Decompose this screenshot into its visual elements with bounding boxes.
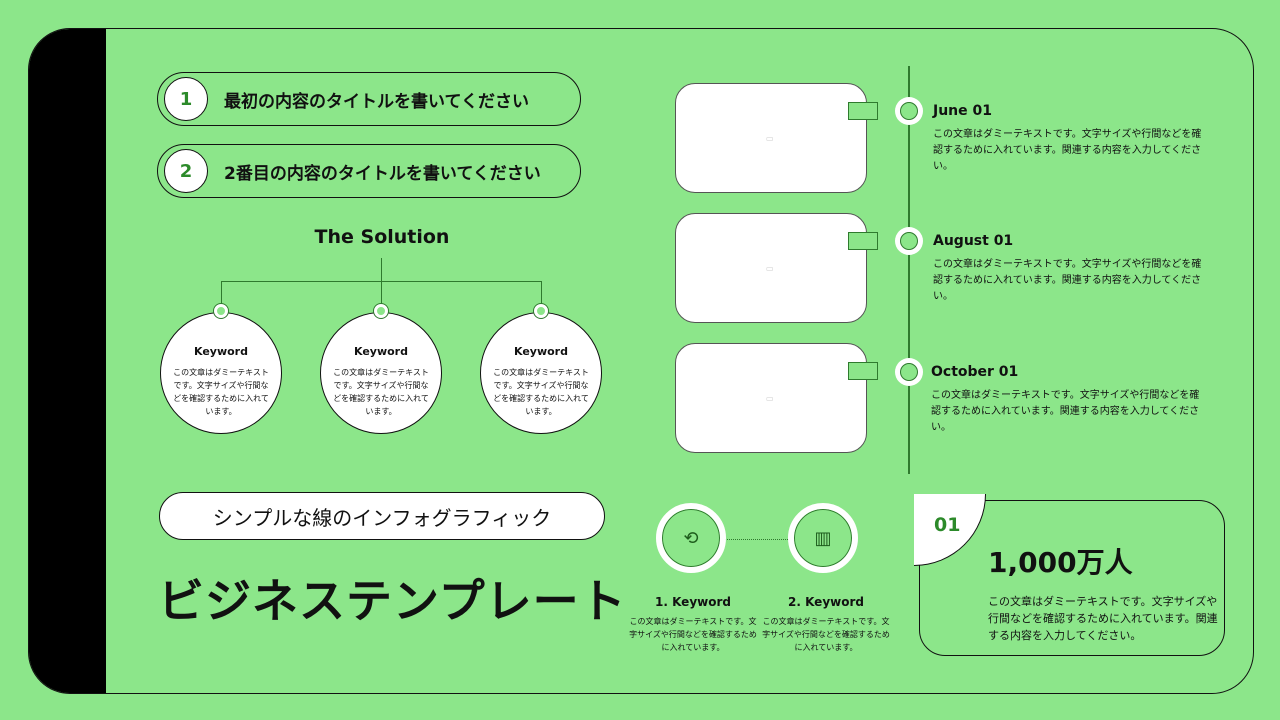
timeline-entry: June 01 この文章はダミーテキストです。文字サイズや行間などを確認するために… bbox=[933, 103, 1203, 175]
stat-card: 1,000万人 この文章はダミーテキストです。文字サイズや行間などを確認するため… bbox=[919, 500, 1225, 656]
image-placeholder: ▭ bbox=[675, 343, 867, 453]
number-badge: 1 bbox=[164, 77, 208, 121]
connector-ring bbox=[214, 304, 228, 318]
stat-number: 01 bbox=[934, 514, 961, 536]
solution-title: The Solution bbox=[314, 226, 450, 248]
stat-text: この文章はダミーテキストです。文字サイズや行間などを確認するために入れています。… bbox=[988, 595, 1218, 642]
connector-ring bbox=[374, 304, 388, 318]
timeline-node bbox=[895, 358, 923, 386]
timeline-entry: August 01 この文章はダミーテキストです。文字サイズや行間などを確認するた… bbox=[933, 233, 1203, 305]
timeline-text: この文章はダミーテキストです。文字サイズや行間などを確認するために入れています。… bbox=[933, 129, 1202, 172]
keyword-title: Keyword bbox=[354, 345, 408, 358]
image-placeholder: ▭ bbox=[675, 83, 867, 193]
tree-connector bbox=[381, 258, 382, 282]
timeline-date: October 01 bbox=[931, 364, 1019, 380]
cycle-icon: ⟲ bbox=[656, 503, 726, 573]
timeline-entry: October 01 この文章はダミーテキストです。文字サイズや行間などを確認する… bbox=[931, 364, 1201, 436]
keyword-circle: Keyword この文章はダミーテキストです。文字サイズや行間などを確認するために… bbox=[480, 312, 602, 434]
keyword-text: この文章はダミーテキストです。文字サイズや行間などを確認するために入れています。 bbox=[173, 368, 269, 416]
step-title: 1. Keyword bbox=[655, 595, 731, 609]
tree-connector bbox=[541, 281, 542, 305]
keyword-text: この文章はダミーテキストです。文字サイズや行間などを確認するために入れています。 bbox=[493, 368, 589, 416]
timeline-text: この文章はダミーテキストです。文字サイズや行間などを確認するために入れています。… bbox=[931, 390, 1200, 433]
item-title: 最初の内容のタイトルを書いてください bbox=[224, 91, 529, 112]
slide-frame bbox=[28, 28, 1254, 694]
subtitle-pill: シンプルな線のインフォグラフィック bbox=[159, 492, 605, 540]
title-pill-2: 2 2番目の内容のタイトルを書いてください bbox=[157, 144, 581, 198]
title-pill-1: 1 最初の内容のタイトルを書いてください bbox=[157, 72, 581, 126]
image-icon: ▭ bbox=[766, 264, 774, 273]
step-2: 2. Keyword この文章はダミーテキストです。文字サイズや行間などを確認する… bbox=[761, 595, 891, 654]
step-text: この文章はダミーテキストです。文字サイズや行間などを確認するために入れています。 bbox=[629, 617, 757, 652]
step-1: 1. Keyword この文章はダミーテキストです。文字サイズや行間などを確認する… bbox=[628, 595, 758, 654]
timeline-axis bbox=[908, 66, 910, 474]
timeline-text: この文章はダミーテキストです。文字サイズや行間などを確認するために入れています。… bbox=[933, 259, 1202, 302]
tree-connector bbox=[381, 281, 382, 305]
timeline-node bbox=[895, 97, 923, 125]
timeline-date: June 01 bbox=[933, 103, 992, 119]
headline: ビジネステンプレート bbox=[158, 574, 627, 628]
tag-flag bbox=[848, 102, 878, 120]
image-icon: ▭ bbox=[766, 394, 774, 403]
step-title: 2. Keyword bbox=[788, 595, 864, 609]
timeline-date: August 01 bbox=[933, 233, 1014, 249]
bar-chart-growth-icon: ▥ bbox=[788, 503, 858, 573]
keyword-circle: Keyword この文章はダミーテキストです。文字サイズや行間などを確認するために… bbox=[160, 312, 282, 434]
number-badge: 2 bbox=[164, 149, 208, 193]
item-title: 2番目の内容のタイトルを書いてください bbox=[224, 163, 541, 184]
stat-value: 1,000万人 bbox=[988, 546, 1133, 579]
keyword-title: Keyword bbox=[194, 345, 248, 358]
image-placeholder: ▭ bbox=[675, 213, 867, 323]
keyword-title: Keyword bbox=[514, 345, 568, 358]
tree-connector bbox=[221, 281, 222, 305]
black-side-band bbox=[29, 29, 106, 693]
tag-flag bbox=[848, 362, 878, 380]
connector-ring bbox=[534, 304, 548, 318]
keyword-circle: Keyword この文章はダミーテキストです。文字サイズや行間などを確認するために… bbox=[320, 312, 442, 434]
step-connector bbox=[725, 539, 790, 540]
image-icon: ▭ bbox=[766, 134, 774, 143]
keyword-text: この文章はダミーテキストです。文字サイズや行間などを確認するために入れています。 bbox=[333, 368, 429, 416]
tag-flag bbox=[848, 232, 878, 250]
step-text: この文章はダミーテキストです。文字サイズや行間などを確認するために入れています。 bbox=[762, 617, 890, 652]
timeline-node bbox=[895, 227, 923, 255]
